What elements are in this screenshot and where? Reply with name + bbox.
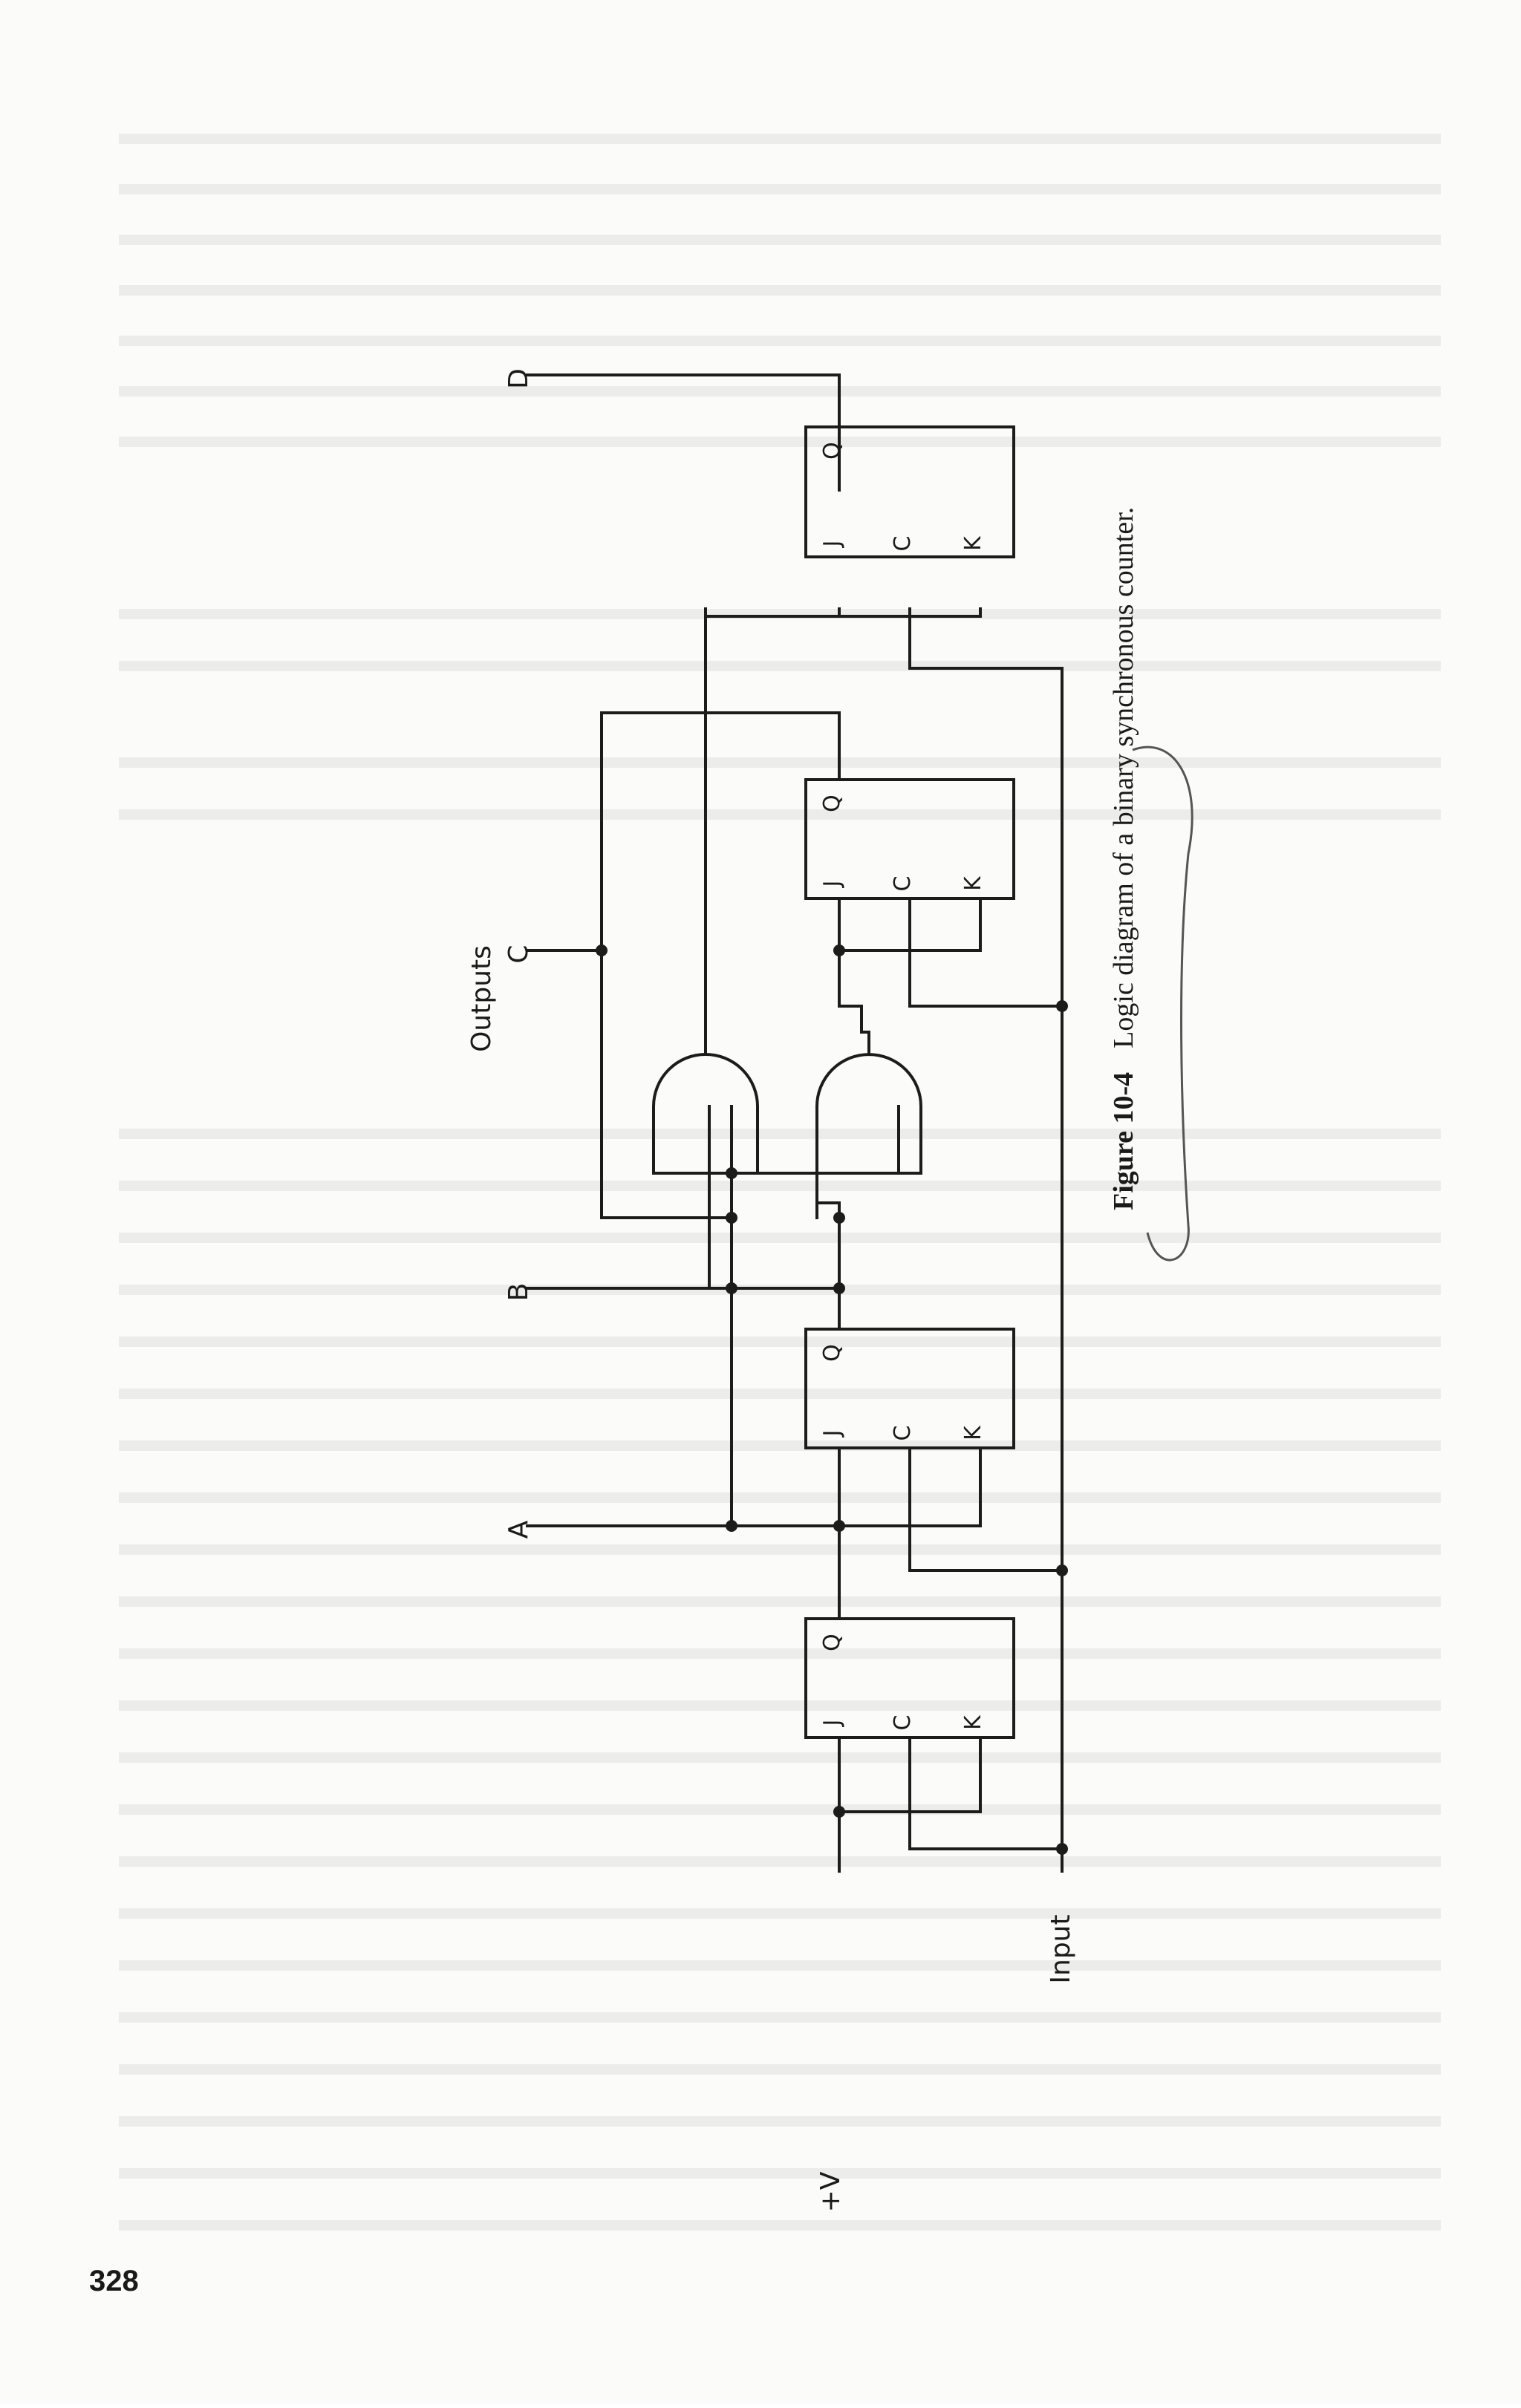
figure-number: Figure 10-4 [1108,1072,1139,1210]
ff2-k-pin: K [960,1425,986,1440]
signal-labels: +V Input Outputs A B C D [466,368,1076,2212]
ff2-j-pin: J [819,1430,845,1438]
ff4-q-pin: Q [819,442,845,460]
show-through-text [119,134,1441,2231]
svg-text:Figure 10-4 Logic diagra: Figure 10-4 Logic diagram of a binary sy… [1108,507,1139,1210]
flip-flop-2: J C K Q [804,1328,1015,1449]
ff1-j-pin: J [819,1720,845,1728]
ff1-c-pin: C [890,1715,916,1731]
ff4-j-pin: J [819,541,845,549]
and-gate-lower [815,1031,922,1175]
outputs-label: Outputs [466,945,497,1052]
ff1-q-pin: Q [819,1634,845,1651]
ff4-k-pin: K [960,535,986,551]
ff4-c-pin: C [890,536,916,552]
ff2-c-pin: C [890,1426,916,1441]
ff3-q-pin: Q [819,794,845,812]
ff1-k-pin: K [960,1714,986,1730]
pen-annotation-loop [1132,745,1193,1262]
output-b-label: B [504,1283,534,1302]
wire-junctions [596,944,1068,1855]
figure-caption: Figure 10-4 Logic diagram of a binary sy… [1108,507,1139,1210]
figure-caption-text: Logic diagram of a binary synchronous co… [1108,507,1139,1048]
output-d-label: D [504,368,534,389]
flip-flop-1: J C K Q [804,1617,1015,1739]
plus-v-label: +V [815,2171,846,2212]
flip-flop-4: J C K Q [804,425,1015,558]
input-label: Input [1046,1914,1076,1983]
output-a-label: A [504,1520,534,1539]
ff2-q-pin: Q [819,1344,845,1362]
and-gate-upper [652,1031,759,1175]
circuit-wiring [526,373,1064,1873]
flip-flop-3: J C K Q [804,778,1015,900]
ff3-k-pin: K [960,875,986,891]
output-c-label: C [504,944,534,963]
ff3-c-pin: C [890,876,916,892]
ff3-j-pin: J [819,881,845,889]
page-number: 328 [89,2265,139,2297]
